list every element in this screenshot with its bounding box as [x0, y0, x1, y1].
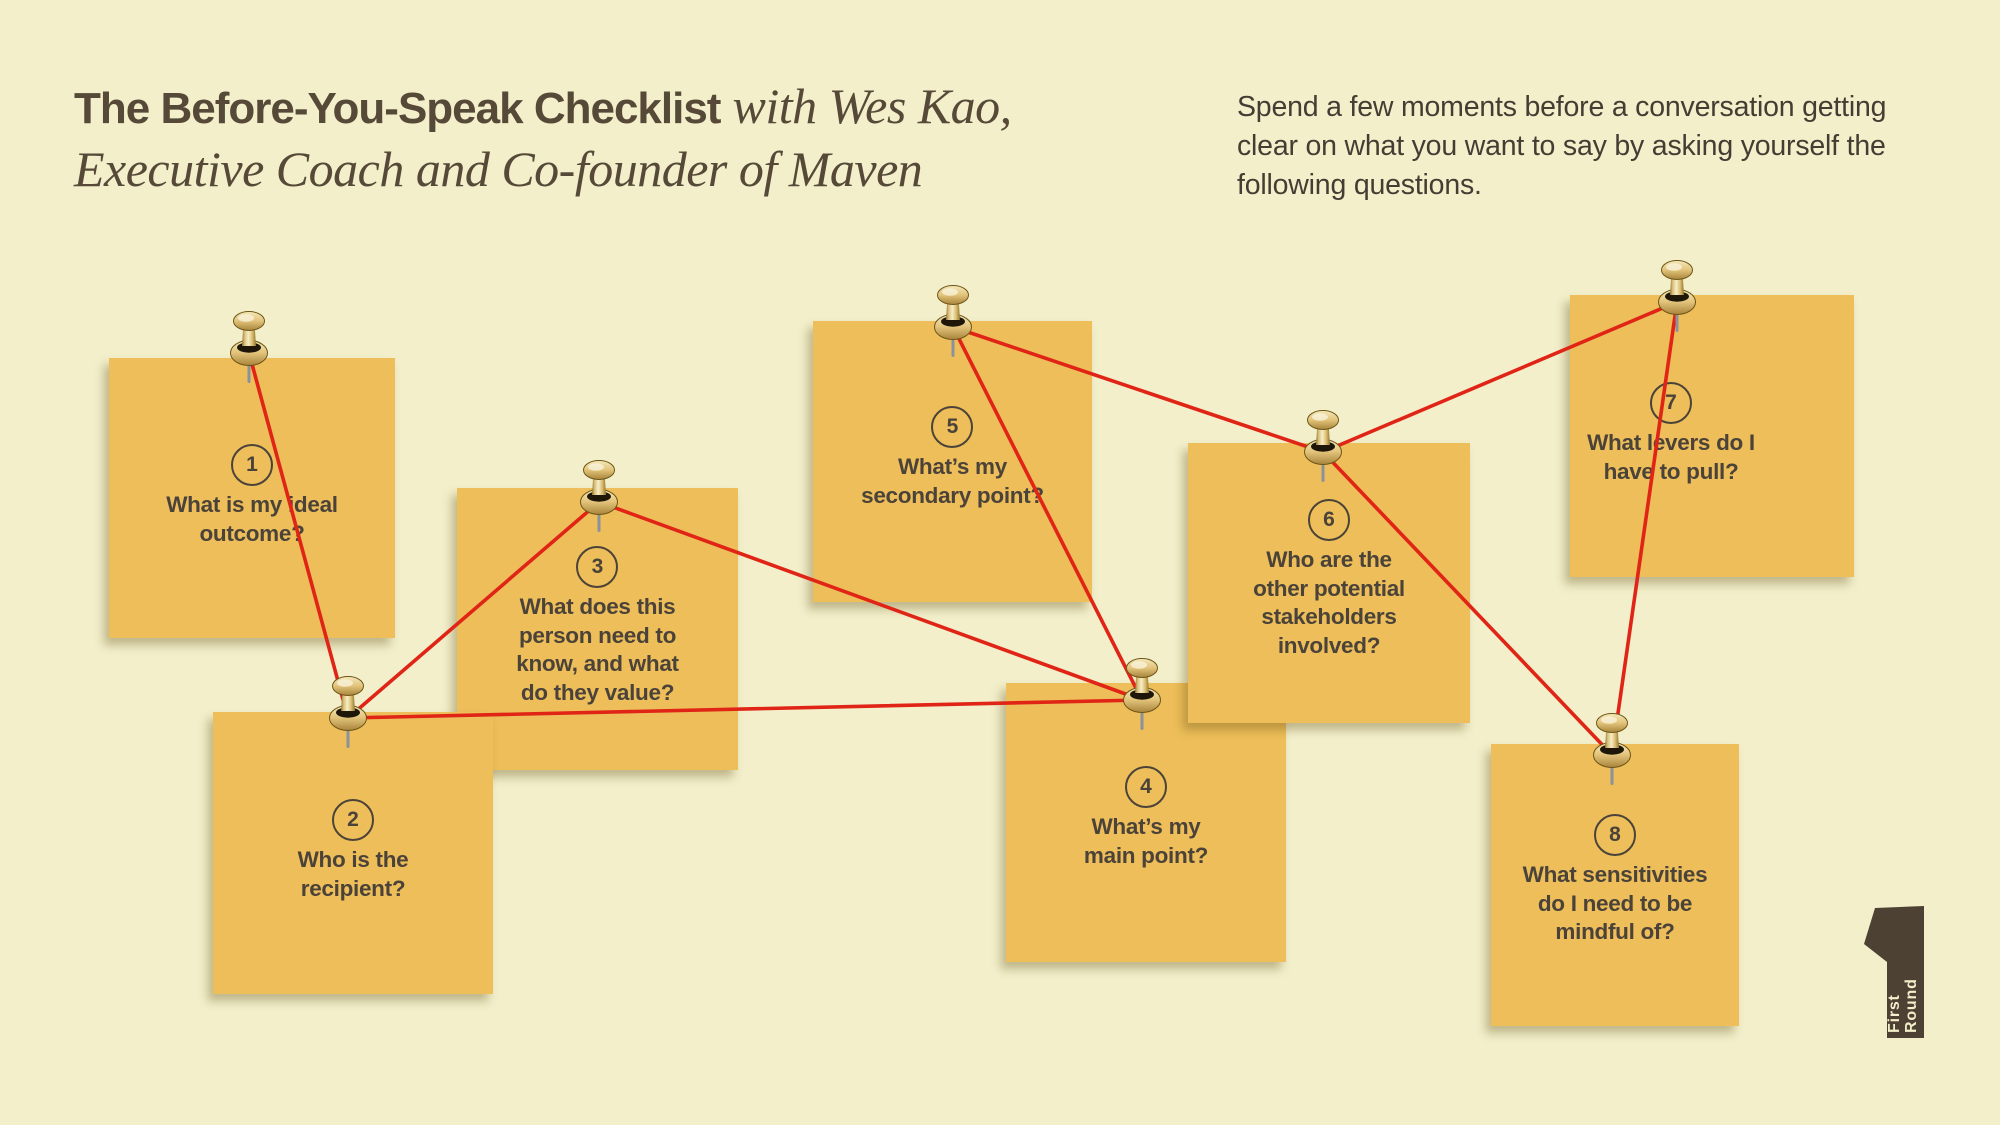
note-question: What’s my secondary point? — [861, 454, 1044, 508]
first-round-logo: First Round — [1864, 906, 1924, 1038]
note-number-badge: 3 — [576, 546, 619, 588]
note-content: 4 What’s my main point? — [1084, 766, 1208, 870]
note-content: 7 What levers do I have to pull? — [1587, 382, 1755, 486]
note-number-badge: 1 — [231, 444, 273, 486]
note-question: What levers do I have to pull? — [1587, 430, 1755, 484]
sticky-note-2: 2 Who is the recipient? — [213, 712, 493, 994]
sticky-note-4: 4 What’s my main point? — [1006, 683, 1286, 962]
note-content: 1 What is my ideal outcome? — [166, 444, 338, 548]
note-number-badge: 5 — [931, 406, 974, 448]
note-question: What is my ideal outcome? — [166, 492, 338, 546]
sticky-note-3: 3 What does this person need to know, an… — [457, 488, 738, 770]
note-number-badge: 8 — [1594, 814, 1636, 856]
note-content: 2 Who is the recipient? — [298, 799, 409, 903]
title-subtitle-text: Executive Coach and Co-founder of Maven — [74, 141, 923, 197]
note-number: 7 — [1665, 391, 1677, 414]
title-line-1: The Before-You-Speak Checklist with Wes … — [74, 78, 1012, 141]
title-line-2: Executive Coach and Co-founder of Maven — [74, 141, 1012, 204]
note-number: 6 — [1323, 508, 1335, 531]
sticky-note-7: 7 What levers do I have to pull? — [1570, 295, 1854, 577]
note-question: What does this person need to know, and … — [516, 594, 679, 705]
note-content: 8 What sensitivities do I need to be min… — [1523, 814, 1708, 947]
intro-text: Spend a few moments before a conversatio… — [1237, 91, 1887, 201]
logo-text-round: Round — [1903, 978, 1920, 1033]
sticky-note-5: 5 What’s my secondary point? — [813, 321, 1092, 602]
note-number-badge: 6 — [1308, 499, 1350, 541]
note-number-badge: 4 — [1125, 766, 1167, 808]
page-title: The Before-You-Speak Checklist with Wes … — [74, 78, 1012, 204]
sticky-note-8: 8 What sensitivities do I need to be min… — [1491, 744, 1739, 1026]
note-content: 5 What’s my secondary point? — [861, 406, 1044, 510]
logo-text-first: First — [1886, 994, 1903, 1033]
note-number: 1 — [246, 453, 258, 476]
note-number: 2 — [347, 808, 359, 831]
logo-numeral-one — [1864, 906, 1924, 1038]
note-number: 3 — [591, 555, 604, 578]
title-author-text: with Wes Kao, — [720, 78, 1012, 134]
title-bold-text: The Before-You-Speak Checklist — [74, 84, 721, 133]
sticky-note-1: 1 What is my ideal outcome? — [109, 358, 395, 638]
note-content: 6 Who are the other potential stakeholde… — [1253, 499, 1405, 660]
note-number: 8 — [1609, 823, 1621, 846]
note-question: Who is the recipient? — [297, 847, 409, 901]
note-number: 4 — [1140, 775, 1152, 798]
note-number-badge: 7 — [1650, 382, 1692, 424]
sticky-note-6: 6 Who are the other potential stakeholde… — [1188, 443, 1470, 723]
note-question: What sensitivities do I need to be mindf… — [1522, 862, 1708, 944]
note-question: Who are the other potential stakeholders… — [1253, 547, 1405, 658]
note-question: What’s my main point? — [1083, 814, 1209, 868]
note-number-badge: 2 — [332, 799, 374, 841]
note-content: 3 What does this person need to know, an… — [516, 546, 679, 707]
note-number: 5 — [946, 415, 959, 438]
